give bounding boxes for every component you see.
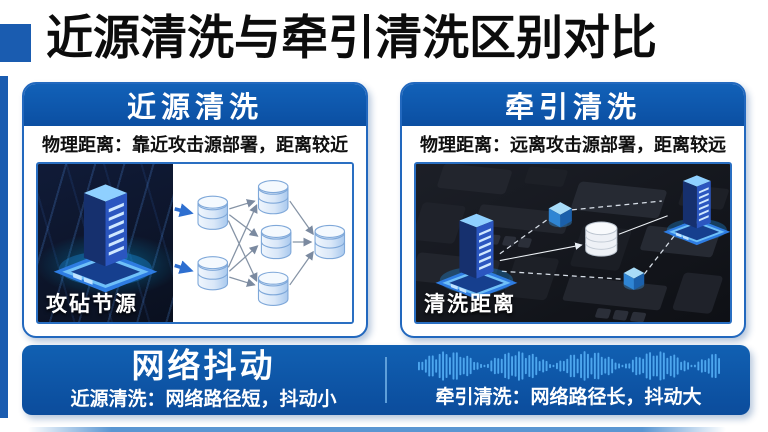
bottom-accent-strip bbox=[28, 427, 726, 432]
network-diagram-svg bbox=[174, 180, 346, 306]
card-header-near-source: 近源清洗 bbox=[24, 84, 366, 126]
jitter-note-traction: 牵引清洗：网络路径长，抖动大 bbox=[435, 387, 702, 408]
database-icon bbox=[197, 180, 346, 306]
cleaning-scene-svg bbox=[416, 164, 730, 322]
jitter-note-near-source: 近源清洗：网络路径短，抖动小 bbox=[70, 389, 337, 410]
page-title: 近源清洗与牵引清洗区别对比 bbox=[46, 11, 657, 64]
card-description-near-source: 物理距离：靠近攻击源部署，距离较近 bbox=[42, 135, 348, 155]
footer-right-half: 牵引清洗：网络路径长，抖动大 bbox=[387, 345, 750, 415]
left-edge-strip bbox=[0, 76, 8, 418]
footer-left-half: 网络抖动 近源清洗：网络路径短，抖动小 bbox=[22, 345, 385, 415]
blue-square-logo bbox=[0, 24, 31, 62]
database-icon bbox=[585, 221, 618, 257]
flow-arrow-icon bbox=[227, 199, 314, 287]
traction-illustration: 清洗距离 bbox=[414, 162, 732, 324]
cleaning-distance-scene: 清洗距离 bbox=[416, 164, 730, 322]
network-diagram bbox=[173, 164, 352, 322]
attack-source-scene: 攻砧节源 bbox=[38, 164, 174, 322]
solid-route-line bbox=[499, 215, 668, 262]
cleaning-distance-label: 清洗距离 bbox=[424, 293, 516, 316]
top-banner: 近源清洗与牵引清洗区别对比 bbox=[0, 0, 768, 78]
card-description-traction: 物理距离：远离攻击源部署，距离较远 bbox=[420, 135, 726, 155]
near-source-illustration: 攻砧节源 bbox=[36, 162, 354, 324]
footer-divider bbox=[385, 357, 387, 403]
card-header-traction: 牵引清洗 bbox=[402, 84, 744, 126]
comparison-card-traction: 牵引清洗 物理距离：远离攻击源部署，距离较远 bbox=[400, 82, 746, 338]
attack-source-label: 攻砧节源 bbox=[46, 293, 138, 316]
waveform-icon bbox=[417, 351, 720, 381]
attack-traffic-arrow-icon bbox=[174, 203, 194, 274]
comparison-card-near-source: 近源清洗 物理距离：靠近攻击源部署，距离较近 攻砧节源 bbox=[22, 82, 368, 338]
footer-banner: 网络抖动 近源清洗：网络路径短，抖动小 牵引清洗：网络路径长，抖动大 bbox=[22, 345, 750, 415]
footer-title: 网络抖动 bbox=[131, 347, 276, 384]
